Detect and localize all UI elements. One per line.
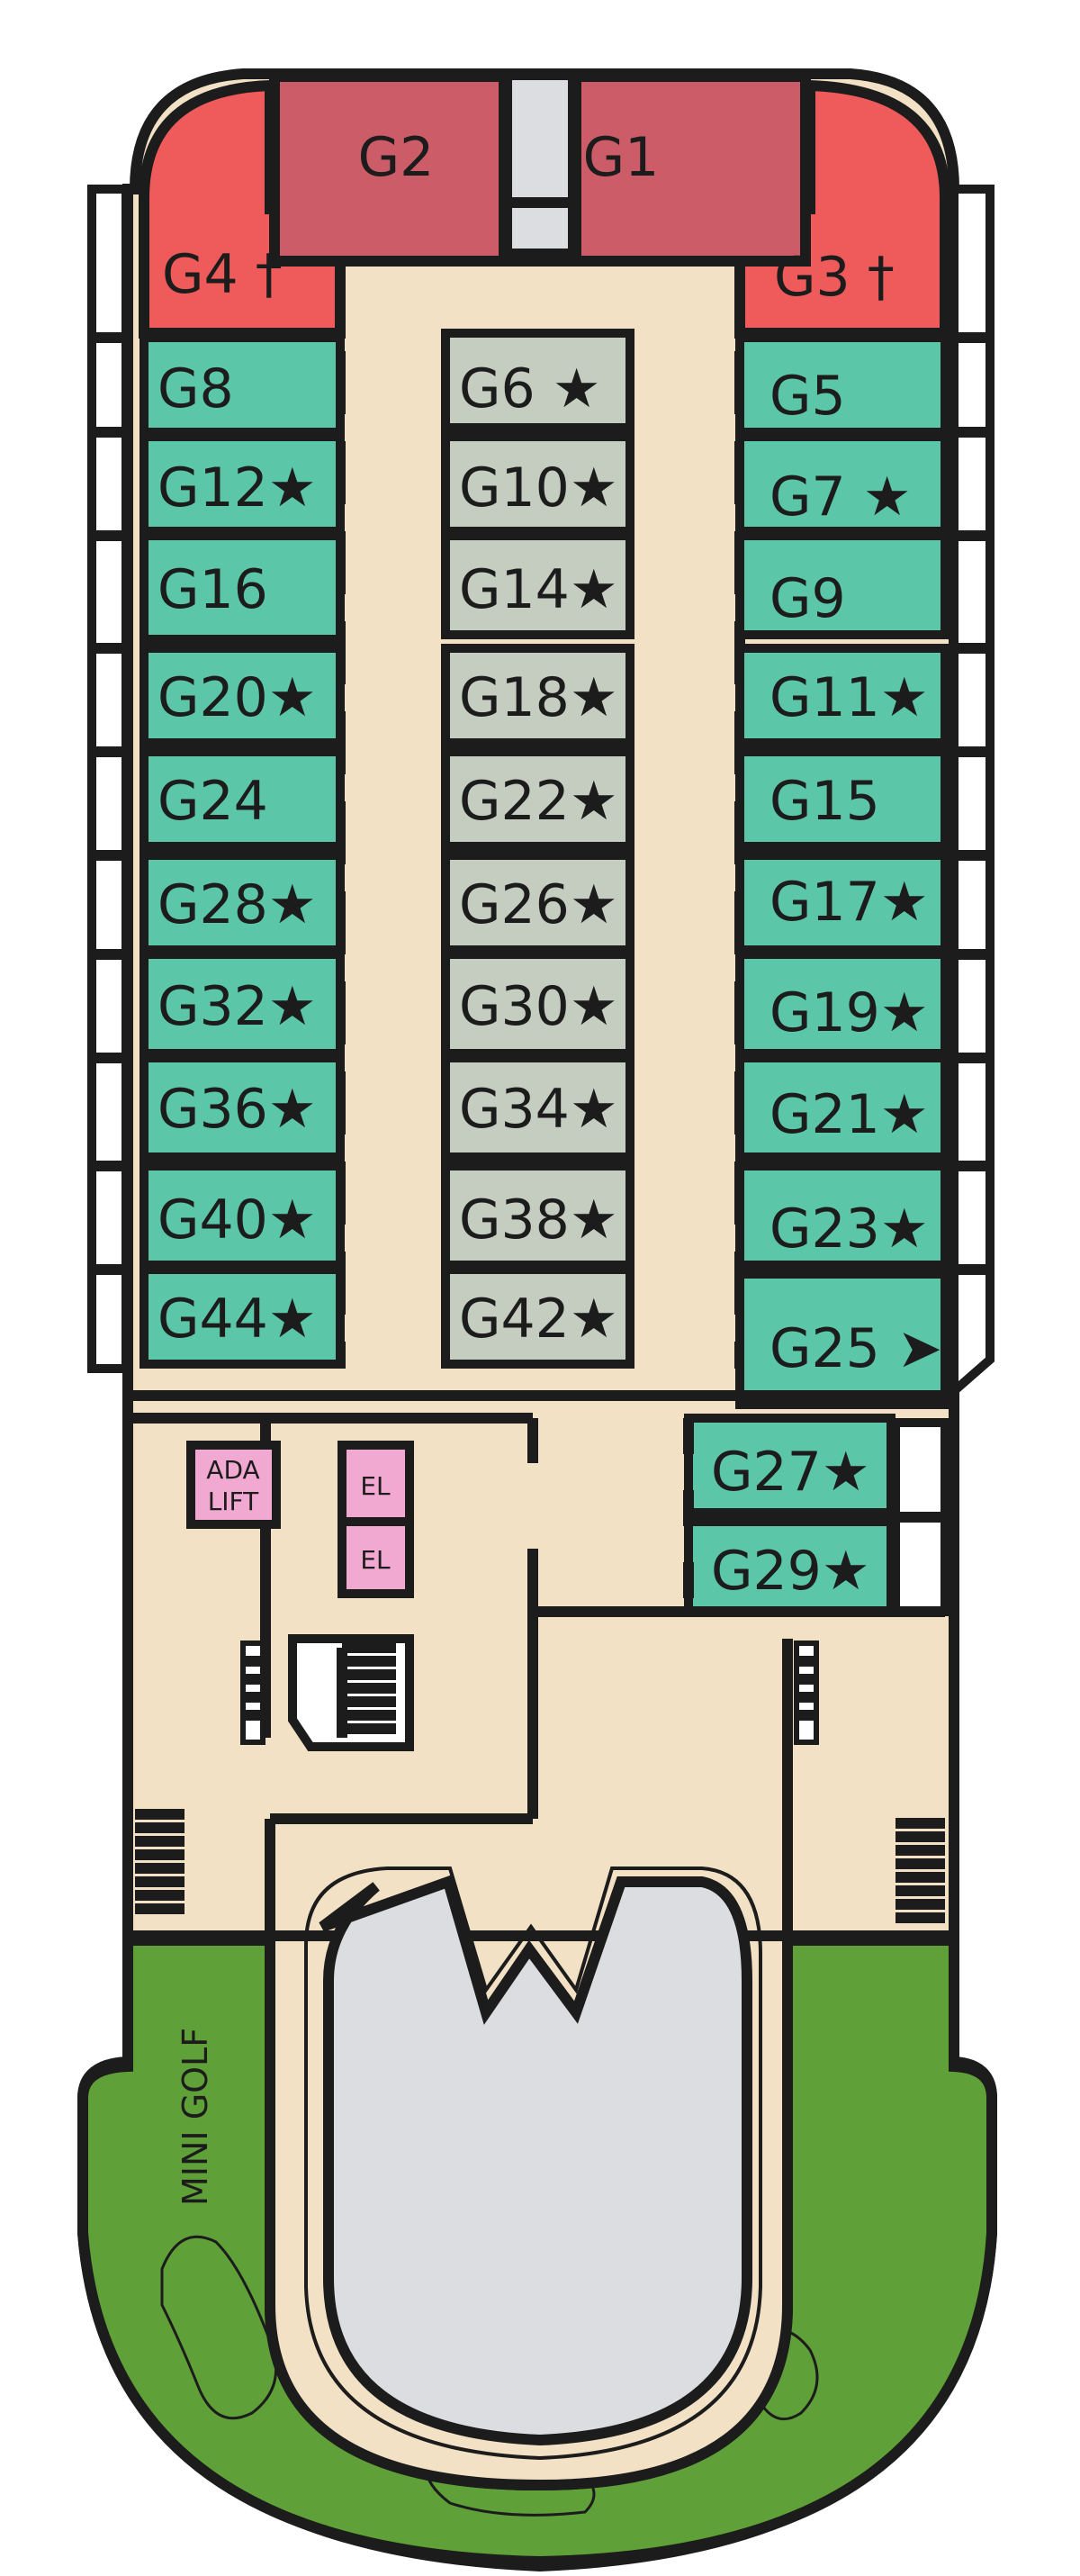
pool[interactable]: [319, 1875, 752, 2446]
cabin-G2[interactable]: [269, 71, 509, 267]
cabin-G1-label: G1: [583, 126, 660, 189]
stairs-main-icon: [288, 1634, 414, 1751]
cabin-G24[interactable]: [140, 747, 345, 851]
cabin-labels: G2 G1 G4 † G3 † G8 G12★ G16 G20★ G24 G28…: [158, 126, 942, 1603]
cabin-G38-label: G38★: [459, 1189, 618, 1252]
cabin-G8-label: G8: [158, 357, 234, 420]
cabin-G21[interactable]: [735, 1053, 950, 1161]
steps-right-icon: [896, 1818, 945, 1923]
cabin-G5[interactable]: [735, 333, 950, 437]
cabin-G36-label: G36★: [158, 1078, 317, 1141]
cabin-G6-label: G6 ★: [459, 357, 601, 420]
cabin-G16-label: G16: [158, 558, 268, 621]
lower-walls: [128, 1390, 954, 1941]
cabin-G18-label: G18★: [459, 666, 618, 729]
elevator-top-label: EL: [360, 1471, 391, 1501]
cabin-G7-label: G7 ★: [770, 465, 912, 529]
balcony-strip-lower-right: [891, 1418, 950, 1616]
cabin-G22[interactable]: [441, 747, 634, 851]
ada-lift-label-1: ADA: [206, 1455, 259, 1485]
cabin-G44-label: G44★: [158, 1288, 317, 1351]
cabin-G23[interactable]: [735, 1161, 950, 1270]
cabin-G32-label: G32★: [158, 975, 317, 1038]
cabin-G17-label: G17★: [770, 871, 929, 934]
cabin-G32[interactable]: [140, 950, 345, 1058]
cabin-G12-label: G12★: [158, 456, 317, 520]
cabins-interior: [441, 329, 634, 1369]
cabin-G14-label: G14★: [459, 558, 618, 621]
ada-lift[interactable]: [186, 1441, 281, 1529]
cabin-G5-label: G5: [770, 365, 846, 428]
cabin-G3-label: G3 †: [774, 246, 895, 309]
cabin-G20[interactable]: [140, 644, 345, 747]
cabin-G9-label: G9: [770, 567, 846, 630]
cabin-G44[interactable]: [140, 1265, 345, 1369]
elevator-bottom[interactable]: [338, 1517, 414, 1598]
cabin-G2-label: G2: [358, 126, 435, 189]
cabin-G15-label: G15: [770, 770, 880, 833]
cabin-G21-label: G21★: [770, 1083, 929, 1146]
balcony-strip-right: [950, 185, 994, 1402]
cabin-G18[interactable]: [441, 644, 634, 747]
cabin-G40-label: G40★: [158, 1189, 317, 1252]
elevator-bottom-label: EL: [360, 1545, 391, 1575]
balcony-strip-left: [87, 185, 130, 1373]
cabin-G6[interactable]: [441, 329, 634, 432]
cabin-G42-label: G42★: [459, 1288, 618, 1351]
cabins-port: [140, 333, 345, 1369]
cabin-G34[interactable]: [441, 1053, 634, 1161]
cabin-G14[interactable]: [441, 531, 634, 639]
cabin-G24-label: G24: [158, 770, 268, 833]
cabin-G25[interactable]: [735, 1270, 950, 1409]
cabin-G16[interactable]: [140, 531, 345, 644]
cabin-G17[interactable]: [735, 851, 950, 954]
cabin-G10[interactable]: [441, 432, 634, 536]
cabin-G15[interactable]: [735, 747, 950, 851]
cabin-G27-label: G27★: [711, 1441, 870, 1504]
forward-passage: [505, 73, 575, 256]
elevator-top[interactable]: [338, 1441, 414, 1526]
ada-lift-label-2: LIFT: [208, 1487, 259, 1516]
cabin-G22-label: G22★: [459, 770, 618, 833]
cabin-G11-label: G11★: [770, 666, 929, 729]
mini-golf-label: MINI GOLF: [176, 2028, 215, 2206]
cabin-G11[interactable]: [735, 644, 950, 747]
cabin-G38[interactable]: [441, 1161, 634, 1270]
cabin-G36[interactable]: [140, 1053, 345, 1161]
cabin-G27[interactable]: [684, 1414, 896, 1517]
cabin-G42[interactable]: [441, 1265, 634, 1369]
cabin-G34-label: G34★: [459, 1078, 618, 1141]
cabin-G9[interactable]: [735, 531, 950, 639]
stairs-right-icon: [794, 1641, 819, 1745]
steps-left-icon: [135, 1809, 184, 1914]
cabin-G26-label: G26★: [459, 873, 618, 936]
cabin-G26[interactable]: [441, 851, 634, 954]
cabins-starboard: [684, 333, 950, 1616]
cabin-G20-label: G20★: [158, 666, 317, 729]
cabin-G29-label: G29★: [711, 1540, 870, 1603]
cabin-G28-label: G28★: [158, 873, 317, 936]
cabin-G30-label: G30★: [459, 975, 618, 1038]
cabin-G4-label: G4 †: [162, 243, 283, 306]
cabin-G10-label: G10★: [459, 456, 618, 520]
stairs-left-icon: [240, 1641, 266, 1745]
cabin-G19-label: G19★: [770, 981, 929, 1044]
cabin-G25-label: G25 ➤: [770, 1317, 942, 1380]
cabin-G23-label: G23★: [770, 1198, 929, 1261]
